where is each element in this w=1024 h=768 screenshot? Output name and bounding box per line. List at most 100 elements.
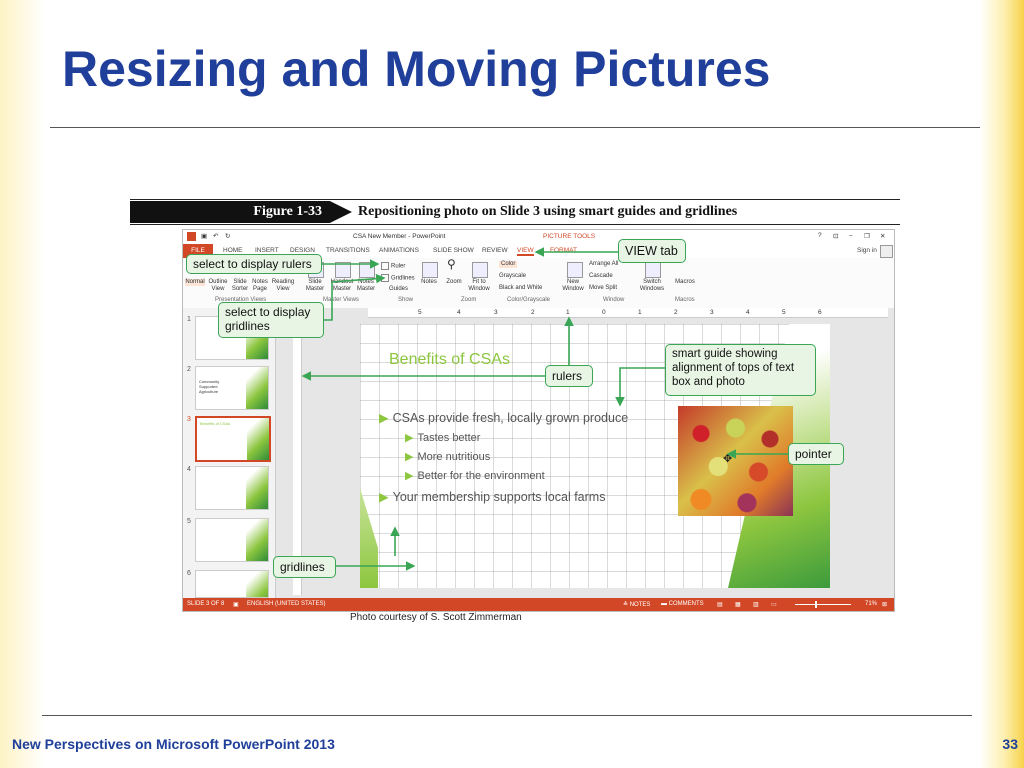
fit-slide-icon[interactable]: ⊠: [882, 602, 888, 608]
powerpoint-window: ▣ ↶ ↻ CSA New Member - PowerPoint PICTUR…: [182, 229, 895, 612]
undo-icon[interactable]: ↶: [213, 233, 219, 240]
redo-icon[interactable]: ↻: [225, 233, 231, 240]
group-window: Window: [603, 297, 625, 303]
callout-view-tab: VIEW tab: [618, 239, 686, 263]
bullet-level-1[interactable]: ▶CSAs provide fresh, locally grown produ…: [379, 410, 628, 425]
minimize-button[interactable]: –: [849, 232, 853, 239]
callout-select-rulers: select to display rulers: [186, 254, 322, 274]
figure-label: Figure 1-33: [130, 201, 352, 223]
group-macros: Macros: [675, 297, 695, 303]
guides-checkbox[interactable]: Guides: [389, 286, 409, 292]
tab-slide-show[interactable]: SLIDE SHOW: [433, 247, 474, 254]
fit-to-window-button[interactable]: Fit to Window: [468, 279, 490, 292]
tab-insert[interactable]: INSERT: [255, 247, 279, 254]
zoom-level[interactable]: 71%: [865, 601, 878, 607]
bullet-level-2[interactable]: ▶More nutritious: [405, 450, 490, 463]
slide-title-placeholder[interactable]: Benefits of CSAs: [389, 351, 510, 368]
ruler-check-icon: [381, 262, 389, 270]
notes-master-button[interactable]: Notes Master: [356, 279, 376, 292]
gridlines-check-icon: [381, 274, 389, 282]
vertical-ruler: [293, 320, 302, 595]
move-split-button[interactable]: Move Split: [589, 285, 618, 291]
maximize-button[interactable]: ❐: [864, 233, 870, 240]
callout-select-gridlines: select to display gridlines: [218, 302, 324, 338]
sign-in-link[interactable]: Sign in: [857, 247, 877, 254]
tab-design[interactable]: DESIGN: [290, 247, 315, 254]
tab-animations[interactable]: ANIMATIONS: [379, 247, 419, 254]
slide-sorter-button[interactable]: Slide Sorter: [231, 279, 249, 292]
avatar[interactable]: [880, 245, 893, 258]
comments-status-button[interactable]: ▬ COMMENTS: [661, 601, 704, 607]
cascade-button[interactable]: Cascade: [589, 273, 613, 279]
outline-view-button[interactable]: Outline View: [208, 279, 228, 292]
macros-button[interactable]: Macros: [675, 279, 695, 285]
slide-sorter-status-icon[interactable]: ▦: [735, 602, 741, 608]
slide-count: SLIDE 3 OF 8: [187, 601, 225, 607]
move-pointer-icon: ✥: [723, 453, 733, 465]
notes-master-icon: [359, 262, 375, 278]
bullet-level-1[interactable]: ▶Your membership supports local farms: [379, 489, 605, 504]
grayscale-button[interactable]: Grayscale: [499, 273, 527, 279]
reading-view-status-icon[interactable]: ▥: [753, 602, 759, 608]
help-button[interactable]: ?: [818, 232, 822, 239]
slide-thumbnail-5[interactable]: [195, 518, 269, 562]
notes-page-button[interactable]: Notes Page: [252, 279, 268, 292]
ruler-mark: 2: [531, 309, 535, 316]
arrange-all-button[interactable]: Arrange All: [589, 261, 619, 267]
normal-view-status-icon[interactable]: ▤: [717, 602, 723, 608]
spelling-icon[interactable]: ▣: [233, 602, 239, 608]
slide-thumbnail-6[interactable]: [195, 570, 269, 598]
tab-format[interactable]: FORMAT: [550, 247, 577, 254]
color-button[interactable]: Color: [499, 261, 518, 268]
ruler-mark: 3: [494, 309, 498, 316]
ruler-mark: 1: [638, 309, 642, 316]
bullet-arrow-icon: ▶: [379, 490, 389, 504]
save-icon[interactable]: ▣: [201, 233, 208, 240]
group-presentation-views: Presentation Views: [215, 297, 267, 303]
produce-photo[interactable]: [678, 406, 793, 516]
ribbon-display-button[interactable]: ⊡: [833, 233, 839, 240]
tab-transitions[interactable]: TRANSITIONS: [326, 247, 370, 254]
callout-rulers: rulers: [545, 365, 593, 387]
ruler-mark: 1: [566, 309, 570, 316]
tab-view[interactable]: VIEW: [517, 247, 534, 256]
group-master-views: Master Views: [323, 297, 359, 303]
thumbnail-number: 5: [187, 518, 191, 525]
gridlines-checkbox[interactable]: Gridlines: [381, 274, 415, 283]
new-window-button[interactable]: New Window: [562, 279, 584, 292]
switch-windows-button[interactable]: Switch Windows: [639, 279, 665, 292]
language-status[interactable]: ENGLISH (UNITED STATES): [247, 601, 326, 607]
status-bar: SLIDE 3 OF 8 ▣ ENGLISH (UNITED STATES) ≙…: [183, 598, 894, 611]
ruler-checkbox[interactable]: Ruler: [381, 262, 405, 271]
slide-master-button[interactable]: Slide Master: [305, 279, 325, 292]
tab-review[interactable]: REVIEW: [482, 247, 508, 254]
close-button[interactable]: ✕: [880, 233, 886, 240]
slide-thumbnail-2[interactable]: Community Supported Agriculture: [195, 366, 269, 410]
figure-caption: Repositioning photo on Slide 3 using sma…: [358, 204, 738, 219]
black-and-white-button[interactable]: Black and White: [499, 285, 543, 291]
zoom-icon: ⚲: [447, 257, 456, 271]
normal-view-button[interactable]: Normal: [185, 279, 205, 286]
figure-header: Figure 1-33 Repositioning photo on Slide…: [130, 199, 900, 225]
tab-home[interactable]: HOME: [223, 247, 243, 254]
zoom-button[interactable]: Zoom: [446, 279, 462, 285]
comments-status-label: COMMENTS: [668, 601, 704, 607]
handout-master-icon: [335, 262, 351, 278]
ruler-mark: 6: [818, 309, 822, 316]
zoom-slider[interactable]: [795, 604, 851, 605]
footer-text: New Perspectives on Microsoft PowerPoint…: [12, 736, 335, 752]
handout-master-button[interactable]: Handout Master: [330, 279, 354, 292]
notes-button[interactable]: Notes: [421, 279, 437, 285]
slide-thumbnail-4[interactable]: [195, 466, 269, 510]
bullet-level-2[interactable]: ▶Better for the environment: [405, 469, 545, 482]
ruler-mark: 2: [674, 309, 678, 316]
slide-show-status-icon[interactable]: ▭: [771, 602, 777, 608]
ruler-mark: 4: [457, 309, 461, 316]
reading-view-button[interactable]: Reading View: [271, 279, 295, 292]
slide-thumbnail-3[interactable]: Benefits of CSAs: [195, 416, 271, 462]
title-divider: [50, 127, 980, 128]
thumbnail-number: 1: [187, 316, 191, 323]
zoom-slider-thumb[interactable]: [815, 601, 817, 608]
bullet-level-2[interactable]: ▶Tastes better: [405, 431, 480, 444]
notes-status-button[interactable]: ≙ NOTES: [623, 602, 651, 608]
